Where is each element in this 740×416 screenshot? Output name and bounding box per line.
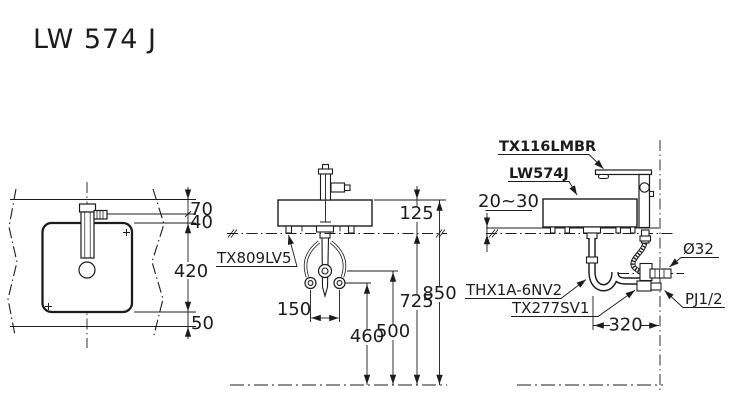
mount-foot [549,226,556,234]
faucet-spout-front [330,182,346,193]
drain-flange-side [582,226,602,234]
page-title: LW 574 J [33,24,157,55]
dim-460: 460 [350,326,384,347]
mount-foot-right [347,225,355,234]
plan-view [7,182,206,348]
extension-line [310,290,340,322]
shank-nut [639,235,652,242]
dim-500: 500 [376,321,410,342]
stop-valve-left [304,276,317,290]
supply-elbow [636,280,652,292]
faucet-supply-connector [93,209,108,220]
sensor-window [639,182,650,193]
dim-850: 850 [422,283,456,304]
p-trap-inner [589,238,649,290]
side-view [465,140,725,393]
faucet-pipe-lines [84,212,91,258]
part-label-thx1a6nv2: THX1A-6NV2 [465,281,562,299]
basin-outline-side [542,198,638,228]
dim-420: 420 [174,261,208,282]
label-mask [610,317,641,333]
spout-aerator [597,173,610,180]
break-line-right [151,188,165,336]
front-view [216,163,454,386]
stop-valve-right-knob [336,280,343,286]
foot-ticks [301,226,341,232]
dim-150: 150 [277,299,311,320]
label-mask [402,206,431,222]
leader-lw574j [508,181,578,196]
faucet-nub [648,190,655,198]
dim-20-30: 20~30 [478,191,539,212]
label-mask [353,329,381,345]
drain-hole-plan [78,261,96,279]
label-mask [402,294,431,310]
faucet-centerline [320,174,331,223]
fitting-facets [654,269,665,278]
dim-725: 725 [399,291,433,312]
break-line-left [7,188,18,336]
stop-valve-right [333,276,346,290]
mount-foot [615,226,622,234]
dim-50: 50 [191,313,214,334]
hose-inner [330,241,346,278]
part-label-tx116lmbr: TX116LMBR [499,139,596,155]
dim-125: 125 [399,203,433,224]
trap-nut [585,256,599,264]
break-symbol-left [227,229,238,238]
hose-inner [304,241,320,278]
dim-drain-diameter: Ø32 [683,240,714,258]
part-label-tx277sv1: TX277SV1 [511,299,589,317]
faucet-body-side [638,173,651,229]
popup-fitting [317,263,333,279]
leader-tx809lv5 [216,234,298,267]
break-symbol-right [435,229,446,238]
leader-thx1a6nv2 [465,279,587,299]
popup-fitting-inner [321,267,329,275]
label-mask [379,324,407,340]
dim-supply-thread: PJ1/2 [685,290,723,308]
drain-neck-side [586,232,598,240]
label-mask [176,262,206,279]
drain-flange [315,225,335,233]
stop-valve-left-knob [307,280,314,286]
part-label-lw574j: LW574J [509,166,569,182]
connector-ribs [96,210,104,219]
dim-tick [184,210,192,218]
leader-tx277sv1 [511,289,636,317]
leader-dia32 [669,257,719,268]
dim-320: 320 [608,315,642,336]
label-mask [425,286,454,302]
faucet-cap-plan [78,203,97,213]
part-label-tx809lv5: TX809LV5 [216,249,292,267]
mount-hole-mark-top [123,229,130,236]
wall-drain-fitting [649,268,672,279]
faucet-spout-side [594,169,653,176]
mount-foot [629,226,636,234]
mount-foot [564,226,571,234]
leader-tx116lmbr [498,154,604,170]
supply-nipple [650,282,662,291]
faucet-cap-front [317,168,334,175]
dim-40: 40 [190,212,213,233]
dim-70: 70 [190,199,213,220]
leader-pj12 [664,290,725,308]
mount-foot-left [285,225,293,234]
drain-neck [319,231,331,239]
spout-knob [343,184,351,192]
faucet-body-plan [80,211,95,259]
mount-hole-mark-bottom [45,303,52,310]
